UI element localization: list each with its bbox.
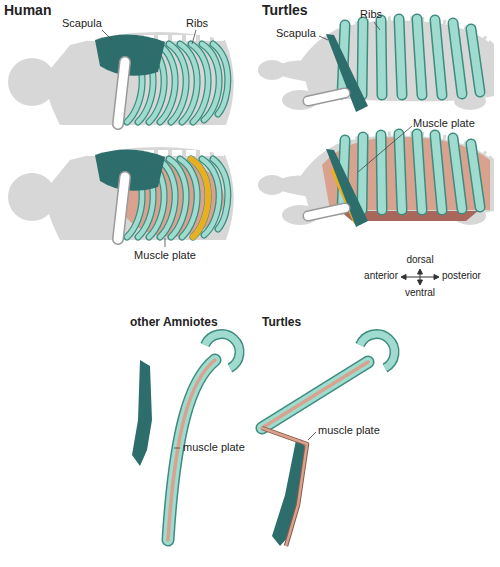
direction-label: ventral: [405, 287, 435, 299]
part-label: Muscle plate: [134, 249, 196, 262]
part-label: Scapula: [62, 17, 102, 30]
turtle-cross-section: [262, 334, 395, 546]
leader-lines: [102, 22, 412, 448]
part-label: Scapula: [276, 27, 316, 40]
panel-heading: Turtles: [262, 316, 301, 330]
part-label: Ribs: [360, 8, 382, 21]
human-muscle-plate: [8, 147, 234, 240]
orientation-compass: [401, 269, 439, 285]
part-label: Ribs: [186, 17, 208, 30]
panel-heading: Human: [4, 2, 51, 18]
panel-heading: Turtles: [262, 2, 308, 18]
human-skeleton: [8, 32, 234, 125]
panel-heading: other Amniotes: [130, 316, 218, 330]
turtle-muscle-plate: [258, 131, 494, 227]
direction-label: dorsal: [406, 254, 433, 266]
direction-label: anterior: [364, 270, 398, 282]
turtle-skeleton: [258, 16, 494, 112]
part-label: Muscle plate: [413, 117, 475, 130]
amniote-cross-section: [132, 334, 240, 540]
direction-label: posterior: [442, 270, 481, 282]
part-label: muscle plate: [183, 441, 245, 454]
part-label: muscle plate: [318, 424, 380, 437]
